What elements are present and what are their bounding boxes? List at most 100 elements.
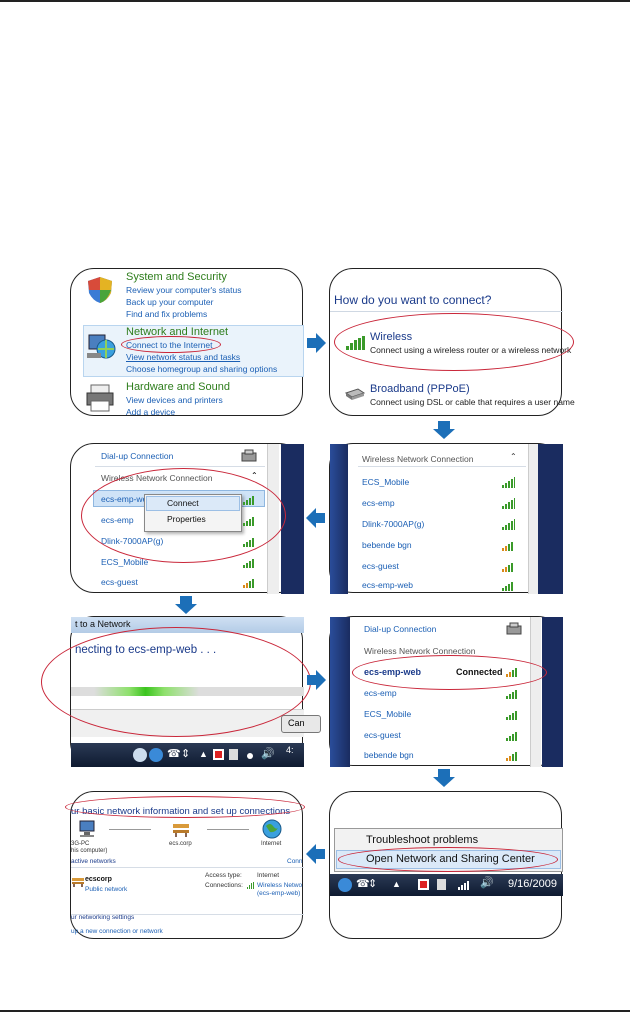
network-type-link[interactable]: Public network [85, 886, 128, 893]
app-icon[interactable] [149, 748, 163, 762]
section-label: Wireless Network Connection [362, 454, 474, 464]
signal-icon [506, 730, 519, 741]
flag-icon[interactable] [213, 749, 224, 760]
system-security-heading[interactable]: System and Security [126, 271, 227, 283]
network-item[interactable]: ecs-guest [362, 561, 399, 571]
signal-icon [502, 519, 515, 530]
arrow-down-icon [433, 769, 455, 787]
divider [358, 466, 526, 467]
highlight-oval [338, 847, 558, 872]
network-item[interactable]: ecs-guest [364, 730, 401, 740]
connect-disconnect-link[interactable]: Conn [287, 858, 303, 865]
pc-label: 3G-PC [71, 841, 90, 847]
collapse-chevron-icon[interactable]: ⌃ [510, 452, 517, 461]
app-icon[interactable] [133, 748, 147, 762]
homegroup-link[interactable]: Choose homegroup and sharing options [126, 364, 278, 374]
connections-sub: (ecs-emp-web) [257, 890, 301, 897]
connect-question: How do you want to connect? [334, 293, 492, 307]
highlight-oval [334, 313, 574, 371]
flag-icon[interactable] [418, 879, 429, 890]
tray-icon[interactable]: ⇕ [368, 878, 378, 890]
network-item[interactable]: ecs-guest [101, 577, 138, 587]
review-status-link[interactable]: Review your computer's status [126, 285, 242, 295]
device-icon[interactable] [229, 749, 238, 760]
arrow-down-icon [175, 596, 197, 614]
arrow-right-icon [307, 670, 326, 690]
signal-icon [243, 557, 256, 568]
signal-icon [506, 709, 519, 720]
volume-icon[interactable]: 🔊 [480, 877, 494, 889]
network-item[interactable]: Dlink-7000AP(g) [362, 519, 425, 529]
arrow-left-icon [306, 844, 325, 864]
network-name: ecscorp [85, 876, 112, 883]
network-item[interactable]: bebende bgn [362, 540, 412, 550]
network-item[interactable]: ECS_Mobile [364, 709, 412, 719]
show-hidden-icons-icon[interactable]: ▲ [392, 879, 401, 889]
highlight-oval [41, 627, 311, 737]
scrollbar[interactable] [530, 617, 541, 767]
network-item[interactable]: bebende bgn [364, 750, 414, 760]
control-panel-screenshot: System and Security Review your computer… [70, 268, 304, 417]
internet-label: Internet [261, 841, 282, 847]
connections-label: Connections: [205, 882, 243, 889]
left-frame [330, 617, 350, 767]
divider [71, 914, 304, 915]
right-frame [542, 617, 563, 767]
connector-line [207, 829, 249, 830]
taskbar [71, 743, 304, 767]
add-device-link[interactable]: Add a device [126, 407, 176, 417]
modem-icon [344, 388, 366, 400]
network-item[interactable]: ecs-emp [364, 688, 397, 698]
phone-icon [506, 622, 522, 635]
backup-link[interactable]: Back up your computer [126, 297, 214, 307]
tray-icon[interactable]: ☎ [356, 878, 370, 890]
top-rule [0, 0, 630, 2]
network-item[interactable]: ECS_Mobile [362, 477, 410, 487]
secured-signal-icon [502, 561, 515, 572]
scrollbar[interactable] [528, 444, 538, 594]
title-bar [71, 617, 304, 633]
view-network-status-link[interactable]: View network status and tasks [126, 352, 241, 362]
globe-icon [262, 819, 282, 839]
tray-date[interactable]: 9/16/2009 [508, 878, 557, 890]
bench-icon [72, 878, 84, 887]
show-hidden-icons-icon[interactable]: ▲ [199, 749, 208, 759]
troubleshoot-menu-item[interactable]: Troubleshoot problems [366, 834, 479, 846]
network-tray-icon[interactable] [247, 753, 253, 759]
network-item[interactable]: ecs-emp [362, 498, 395, 508]
devices-printers-link[interactable]: View devices and printers [126, 395, 223, 405]
arrow-right-icon [307, 333, 326, 353]
network-item[interactable]: ECS_Mobile [101, 557, 149, 567]
signal-icon [247, 882, 255, 889]
broadband-option-title[interactable]: Broadband (PPPoE) [370, 383, 470, 395]
setup-connection-link[interactable]: up a new connection or network [71, 928, 163, 935]
dialog-title: t to a Network [75, 619, 131, 629]
secured-signal-icon [506, 750, 519, 761]
secured-signal-icon [243, 577, 256, 588]
computer-icon [79, 820, 95, 837]
cancel-button[interactable] [281, 715, 321, 733]
sharing-center-screenshot: ur basic network information and set up … [65, 791, 305, 939]
domain-label: ecs.corp [169, 841, 192, 847]
network-item[interactable]: ecs-emp-web [362, 580, 414, 590]
connections-link[interactable]: Wireless Netwo [257, 882, 303, 889]
dialup-item[interactable]: Dial-up Connection [364, 624, 437, 634]
connector-line [109, 829, 151, 830]
active-networks-label: active networks [71, 858, 116, 865]
dialup-item[interactable]: Dial-up Connection [101, 451, 174, 461]
app-icon[interactable] [338, 878, 352, 892]
volume-icon[interactable]: 🔊 [261, 748, 275, 760]
network-tray-icon[interactable] [458, 879, 471, 890]
right-frame [281, 444, 304, 594]
highlight-oval [65, 796, 305, 818]
tray-icon[interactable]: ☎ [167, 748, 181, 760]
collapse-chevron-icon[interactable]: ⌃ [251, 471, 258, 480]
fix-problems-link[interactable]: Find and fix problems [126, 309, 208, 319]
clock[interactable]: 4: [286, 745, 294, 755]
connected-list-screenshot: Dial-up Connection Wireless Network Conn… [329, 616, 563, 767]
hardware-sound-heading[interactable]: Hardware and Sound [126, 381, 230, 393]
device-icon[interactable] [437, 879, 446, 890]
tray-icon[interactable]: ⇕ [181, 748, 191, 760]
network-internet-heading[interactable]: Network and Internet [126, 326, 229, 338]
left-frame [330, 444, 348, 594]
